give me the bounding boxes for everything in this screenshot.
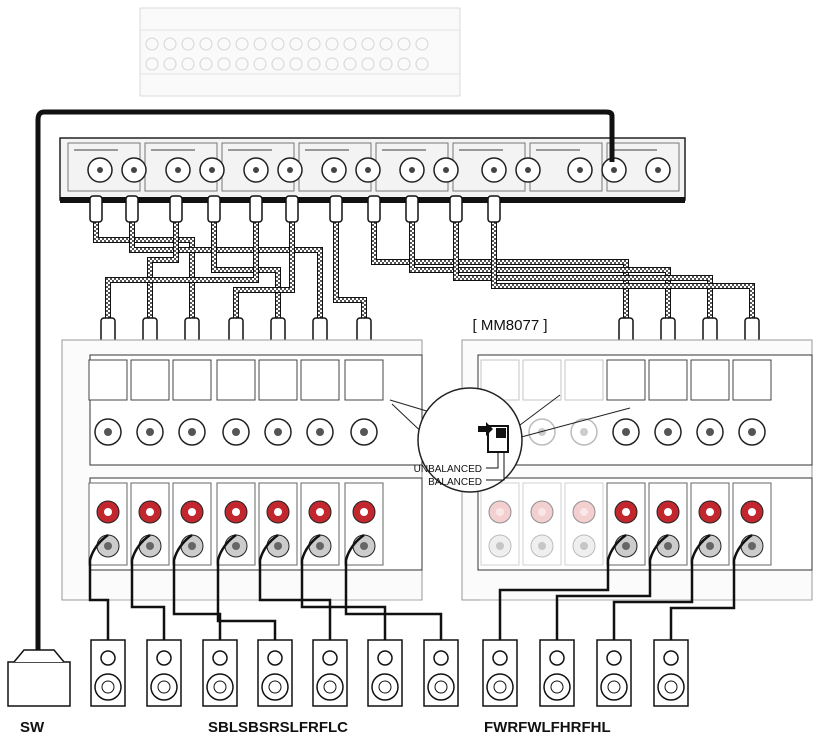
xlr-cable xyxy=(372,205,628,322)
xlr-cable xyxy=(130,205,322,322)
channel-input-block xyxy=(130,359,170,401)
speaker-wire-bundle xyxy=(88,533,753,640)
channel-input-block xyxy=(732,359,772,401)
speaker-icon xyxy=(146,639,182,707)
channel-input-block xyxy=(216,359,256,401)
channel-input-block xyxy=(88,359,128,401)
speaker-wire xyxy=(555,533,669,640)
xlr-cable-bundle xyxy=(89,195,760,349)
speaker-icon xyxy=(596,639,632,707)
xlr-plug xyxy=(169,195,183,223)
speaker-icon xyxy=(257,639,293,707)
unbalanced-label: UNBALANCED xyxy=(414,464,482,475)
speaker-wire xyxy=(612,533,711,640)
xlr-plug xyxy=(125,195,139,223)
receiver-rear-panel-thumbnail xyxy=(139,7,461,97)
channel-input-block xyxy=(480,359,520,401)
arrow-right-icon xyxy=(478,422,493,436)
channel-input-block xyxy=(606,359,646,401)
speaker-icon xyxy=(90,639,126,707)
xlr-cable xyxy=(106,205,258,322)
subwoofer-icon xyxy=(7,649,71,707)
speaker-icon xyxy=(539,639,575,707)
xlr-plug xyxy=(367,195,381,223)
speaker-terminal-negative xyxy=(572,534,596,558)
xlr-cable xyxy=(454,205,712,322)
channel-input-block xyxy=(258,359,298,401)
channel-output-block xyxy=(522,482,562,566)
xlr-plug xyxy=(405,195,419,223)
subwoofer-cable xyxy=(35,109,615,650)
speaker-icon xyxy=(653,639,689,707)
channel-input-block xyxy=(344,359,384,401)
xlr-plug xyxy=(329,195,343,223)
speaker-wire xyxy=(498,533,627,640)
input-select-switch-callout: UNBALANCED BALANCED xyxy=(389,387,631,493)
channel-input-block xyxy=(522,359,562,401)
speaker-wire xyxy=(172,533,222,640)
channel-input-block xyxy=(564,359,604,401)
xlr-cable xyxy=(492,205,754,322)
xlr-plug xyxy=(249,195,263,223)
speaker-terminal-negative xyxy=(488,534,512,558)
channel-output-block xyxy=(564,482,604,566)
speaker-wire xyxy=(130,533,166,640)
xlr-plug xyxy=(285,195,299,223)
channel-input-block xyxy=(300,359,340,401)
speaker-group-right-label: FWRFWLFHRFHL xyxy=(484,719,611,736)
channel-input-block xyxy=(690,359,730,401)
speaker-icon xyxy=(312,639,348,707)
balanced-label: BALANCED xyxy=(428,477,482,488)
speaker-terminal-negative xyxy=(530,534,554,558)
channel-input-block xyxy=(648,359,688,401)
subwoofer-label: SW xyxy=(20,719,45,736)
amp-model-label: [ MM8077 ] xyxy=(472,317,547,334)
power-amplifier-left xyxy=(61,339,423,601)
xlr-cable xyxy=(410,205,670,322)
xlr-cable xyxy=(234,205,294,322)
receiver-pre-out-panel xyxy=(59,137,686,203)
speaker-wire xyxy=(669,533,753,640)
xlr-cable xyxy=(334,205,366,322)
speaker-wire xyxy=(88,533,110,640)
channel-output-block xyxy=(480,482,520,566)
speaker-wire xyxy=(216,533,277,640)
xlr-input-socket xyxy=(528,418,556,446)
speaker-wire xyxy=(300,533,387,640)
speaker-wire xyxy=(258,533,332,640)
xlr-plug xyxy=(449,195,463,223)
xlr-cable xyxy=(212,205,280,322)
xlr-plug xyxy=(89,195,103,223)
xlr-input-socket xyxy=(570,418,598,446)
speaker-icon xyxy=(202,639,238,707)
power-amplifier-right xyxy=(461,339,813,601)
channel-input-block xyxy=(172,359,212,401)
speaker-icon xyxy=(423,639,459,707)
speaker-icon xyxy=(482,639,518,707)
xlr-plug xyxy=(487,195,501,223)
speaker-icon xyxy=(367,639,403,707)
xlr-cable xyxy=(148,205,178,322)
speaker-group-left-label: SBLSBSRSLFRFLC xyxy=(208,719,348,736)
xlr-plug xyxy=(207,195,221,223)
speaker-wire xyxy=(344,533,443,640)
channel-output-block xyxy=(690,482,730,566)
channel-output-block xyxy=(344,482,384,566)
